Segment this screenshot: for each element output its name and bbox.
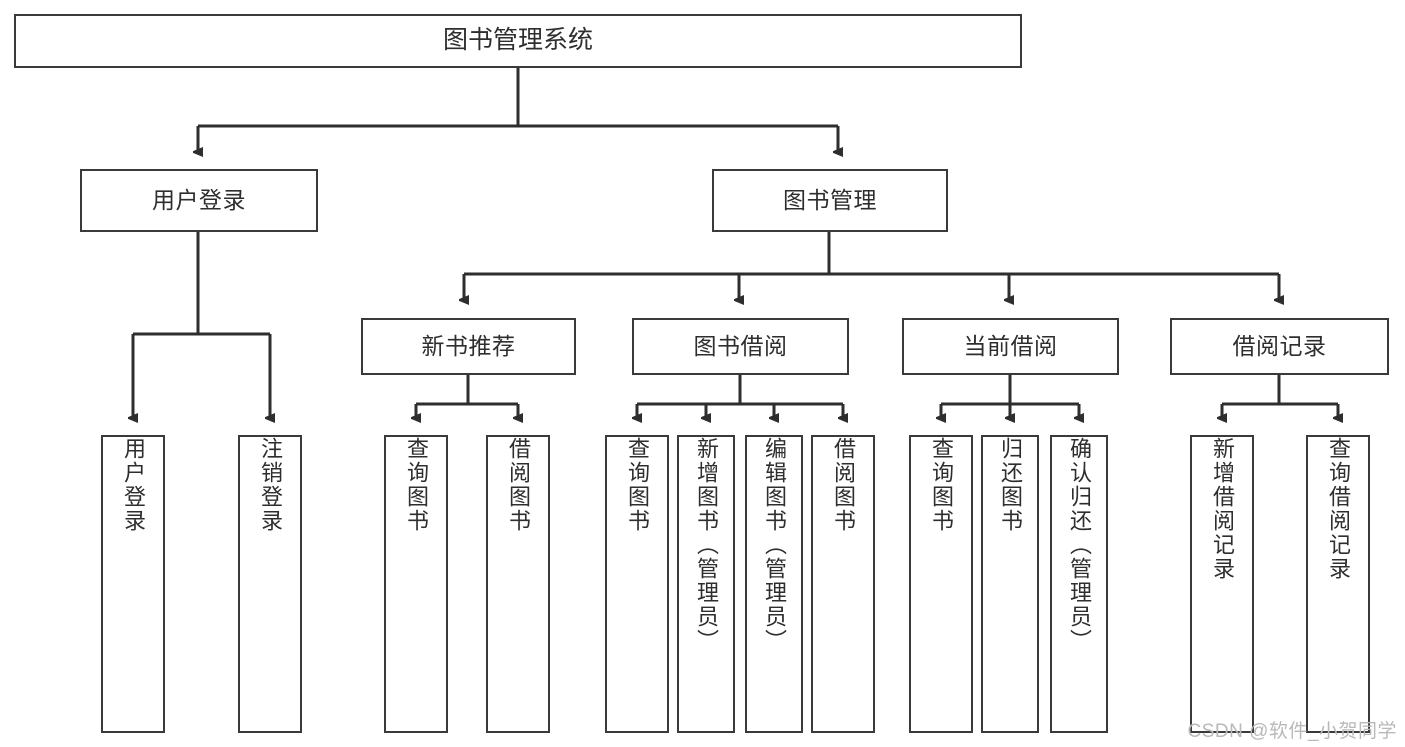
leaf-label: 注销登录 <box>258 437 283 533</box>
leaf-label: 确认归还（管理员） <box>1067 437 1092 653</box>
leaf-borrow-record-add-record[interactable]: 新增借阅记录 <box>1190 435 1254 733</box>
leaf-label: 归还图书 <box>998 437 1023 533</box>
leaf-new-book-query-book[interactable]: 查询图书 <box>384 435 448 733</box>
node-user-login[interactable]: 用户登录 <box>80 169 318 232</box>
leaf-user-login-login[interactable]: 用户登录 <box>101 435 165 733</box>
leaf-label: 查询图书 <box>404 437 429 533</box>
watermark-text: CSDN @软件_小贺同学 <box>1187 721 1397 742</box>
node-root-library-system[interactable]: 图书管理系统 <box>14 14 1022 68</box>
leaf-book-borrow-borrow-book[interactable]: 借阅图书 <box>811 435 875 733</box>
leaf-book-borrow-query-book[interactable]: 查询图书 <box>605 435 669 733</box>
leaf-label: 借阅图书 <box>831 437 856 533</box>
leaf-current-borrow-return-book[interactable]: 归还图书 <box>981 435 1039 733</box>
node-book-management[interactable]: 图书管理 <box>712 169 948 232</box>
leaf-book-borrow-add-book-admin[interactable]: 新增图书（管理员） <box>677 435 735 733</box>
leaf-user-login-logout[interactable]: 注销登录 <box>238 435 302 733</box>
leaf-new-book-borrow-book[interactable]: 借阅图书 <box>486 435 550 733</box>
leaf-borrow-record-query-record[interactable]: 查询借阅记录 <box>1306 435 1370 733</box>
leaf-book-borrow-edit-book-admin[interactable]: 编辑图书（管理员） <box>745 435 803 733</box>
leaf-current-borrow-confirm-return-admin[interactable]: 确认归还（管理员） <box>1050 435 1108 733</box>
node-borrow-record[interactable]: 借阅记录 <box>1170 318 1389 375</box>
leaf-label: 用户登录 <box>121 437 146 533</box>
leaf-label: 编辑图书（管理员） <box>762 437 787 653</box>
node-current-borrow[interactable]: 当前借阅 <box>902 318 1119 375</box>
leaf-label: 借阅图书 <box>506 437 531 533</box>
leaf-label: 查询图书 <box>625 437 650 533</box>
leaf-label: 新增图书（管理员） <box>694 437 719 653</box>
leaf-label: 查询图书 <box>929 437 954 533</box>
node-book-borrow[interactable]: 图书借阅 <box>632 318 849 375</box>
leaf-current-borrow-query-book[interactable]: 查询图书 <box>909 435 973 733</box>
node-new-book-recommend[interactable]: 新书推荐 <box>361 318 576 375</box>
leaf-label: 新增借阅记录 <box>1210 437 1235 581</box>
leaf-label: 查询借阅记录 <box>1326 437 1351 581</box>
